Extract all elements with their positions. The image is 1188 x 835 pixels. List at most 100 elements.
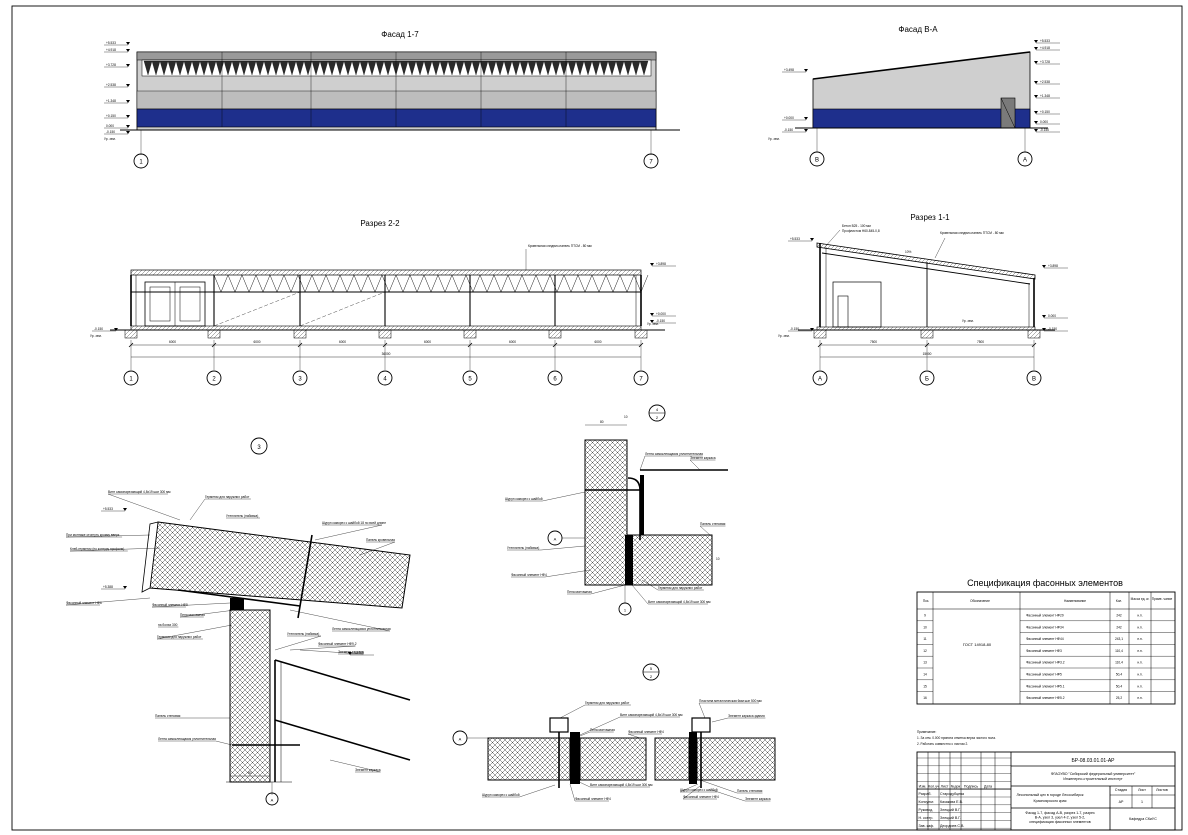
- detail-5-joint-2: [689, 732, 697, 784]
- detail-4-floor-panel: [626, 534, 713, 586]
- title-block-person: Казакова Е.В.: [940, 800, 963, 804]
- level-value: -0.150: [106, 130, 115, 134]
- glazing-segment: [519, 60, 529, 76]
- glazing-segment: [343, 60, 353, 76]
- spec-header-pos: Поз.: [923, 599, 929, 603]
- spec-name: Фасонный элемент НФ5: [1026, 673, 1062, 677]
- facade-1-7-axis-label-1: 1: [139, 160, 143, 166]
- detail-5-panel-2: [579, 737, 647, 781]
- glazing-segment: [247, 60, 257, 76]
- callout-text: Утеплитель (набивка): [507, 546, 539, 550]
- callout-leader: [698, 702, 706, 719]
- glazing-segment: [223, 60, 233, 76]
- detail-5-panel-1: [487, 737, 571, 781]
- detail-5-frame-2: [691, 717, 711, 733]
- callout-text: Герметик для наружних работ: [658, 586, 703, 590]
- level-value: 0.000: [1048, 314, 1056, 318]
- callout-text: Винт самонарезающий 4,8х19 шаг 300 мм: [620, 713, 682, 717]
- callout-text: Пена монтажная: [590, 728, 615, 732]
- truss-diagonal: [549, 274, 558, 293]
- level-value: +2.538: [106, 83, 116, 87]
- glazing-segment: [351, 60, 361, 76]
- facade-1-7-middle-band: [136, 90, 657, 110]
- callout-leader: [189, 498, 206, 521]
- facade-1-7-parapet: [136, 51, 657, 61]
- title-block-project-2: Красноярского края: [1034, 799, 1067, 803]
- section-2-2-brace-2: [299, 291, 386, 327]
- section-1-1-ground-label: Ур. зем.: [778, 334, 790, 338]
- glazing-segment: [279, 60, 289, 76]
- callout-text: Утеплитель (набивка): [226, 514, 258, 518]
- spec-pos: 9: [924, 614, 926, 618]
- truss-diagonal: [500, 274, 509, 293]
- dimension-tick: [128, 342, 134, 348]
- spec-mass: н.п.: [1137, 614, 1142, 618]
- facade-v-a-axis-label-a: А: [1023, 158, 1027, 164]
- level-value: +0.150: [1040, 110, 1050, 114]
- truss-diagonal: [598, 274, 607, 293]
- detail-4-axis2-label: 1: [624, 608, 627, 613]
- level-mark-triangle: [1042, 328, 1046, 331]
- facade-1-7-title: Фасад 1-7: [381, 30, 419, 39]
- detail-3-marker-label: 3: [257, 445, 261, 451]
- footing: [293, 329, 307, 339]
- glazing-segment: [471, 60, 481, 76]
- level-mark-triangle: [650, 263, 654, 266]
- callout-leader: [274, 635, 322, 651]
- title-block-person: Злецкий В.Г.: [940, 816, 961, 820]
- callout-leader: [329, 759, 381, 773]
- title-block-frame: [916, 751, 1176, 831]
- detail-3-frame-under-roof: [177, 589, 301, 607]
- detail-3-roof-edge-flashing: [141, 521, 159, 593]
- spec-pos: 12: [923, 649, 927, 653]
- glazing-segment: [143, 60, 153, 76]
- title-block-role: Н. контр.: [919, 816, 934, 820]
- truss-diagonal: [262, 274, 271, 293]
- title-block-col-header: Дата: [984, 785, 992, 789]
- spec-qty: 110,4: [1115, 661, 1123, 665]
- spec-pos: 15: [923, 684, 927, 688]
- glazing-segment: [311, 60, 321, 76]
- glazing-segment: [383, 60, 393, 76]
- truss-diagonal: [248, 274, 257, 293]
- title-block-desc-line: спецификация фасонных элементов: [1029, 820, 1090, 824]
- detail-4-axis-marker: [547, 530, 563, 546]
- glazing-segment: [359, 60, 369, 76]
- level-mark-triangle: [650, 313, 654, 316]
- axis-label: 5: [468, 377, 472, 383]
- notes-line-2: 2. Работать совместно с листом 2.: [917, 742, 968, 746]
- axis-label: 7: [639, 377, 643, 383]
- level-mark-triangle: [810, 328, 814, 331]
- detail-3-dim: 80: [248, 771, 252, 775]
- callout-text: При монтаже отогнуть кромку вверх: [66, 533, 120, 537]
- callout-text: Винт самонарезающий 4,8х19 шаг 300 мм: [590, 783, 652, 787]
- spec-name: Фасонный элемент НФ34: [1026, 625, 1064, 629]
- section-2-2-brace: [213, 291, 301, 327]
- detail-4: 4 2 80 10 10 А 1 Лента самоклеящаяся упл…: [505, 404, 728, 616]
- level-value: +4.918: [106, 48, 116, 52]
- detail-5-panel-3: [654, 737, 690, 781]
- level-mark-triangle: [1034, 81, 1038, 84]
- truss-diagonal: [633, 274, 642, 293]
- truss-diagonal: [570, 274, 579, 293]
- spec-table-frame: [916, 591, 1176, 705]
- level-mark-triangle: [126, 125, 130, 128]
- span-dimension: 7500: [870, 340, 877, 344]
- callout-text: Клей-герметик (по контуру профиля): [70, 547, 124, 551]
- facade-1-7-axis-marker-1: [133, 153, 149, 169]
- total-dimension: 36000: [382, 352, 391, 356]
- callout-text: Панель стеновая: [155, 714, 181, 718]
- callout-text: Герметик для наружних работ: [157, 635, 202, 639]
- detail-4-flashing: [627, 477, 641, 540]
- level-value: +5.533: [790, 237, 800, 241]
- glazing-segment: [631, 60, 641, 76]
- truss-diagonal: [297, 274, 306, 293]
- dimension-tick: [297, 342, 303, 348]
- title-block-role: Зав. каф.: [919, 824, 935, 828]
- callout-leader: [542, 491, 586, 502]
- detail-5-panel-4: [696, 737, 776, 781]
- glazing-segment: [591, 60, 601, 76]
- axis-marker: [462, 370, 478, 386]
- detail-5-marker-top: 5: [650, 666, 653, 671]
